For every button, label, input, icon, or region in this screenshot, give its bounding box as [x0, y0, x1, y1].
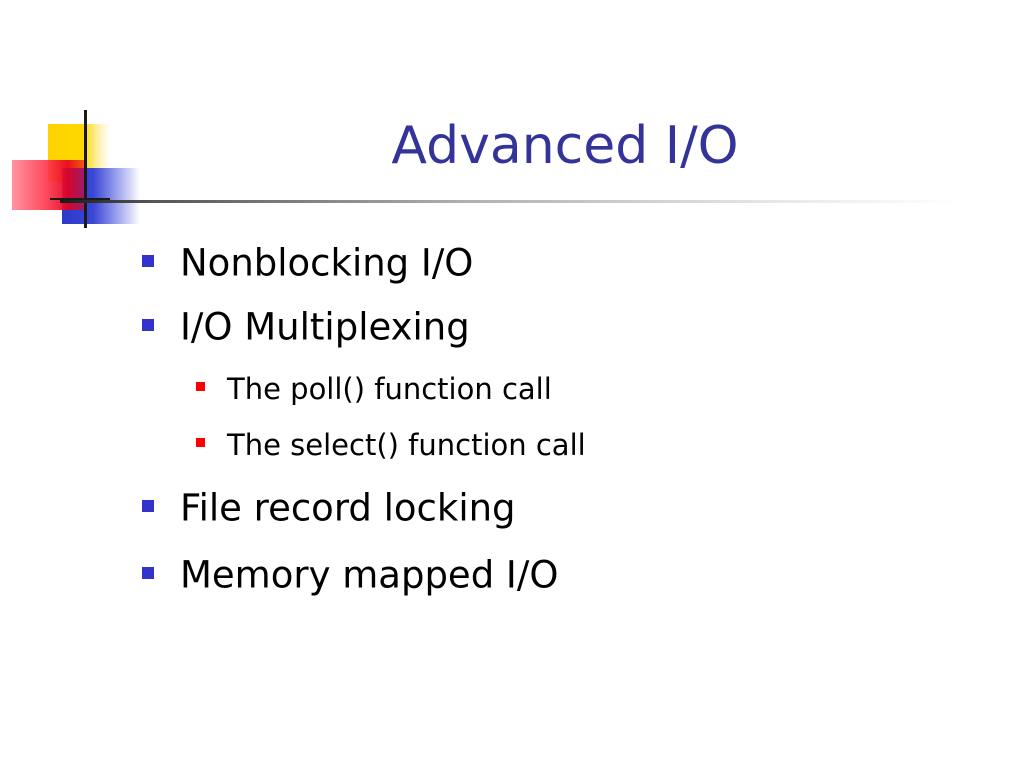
blue-square-bullet-icon — [142, 318, 154, 331]
bullet-item: I/O Multiplexing — [142, 298, 470, 356]
red-square-bullet-icon — [196, 437, 205, 447]
sub-bullet-text: The select() function call — [227, 428, 586, 462]
bullet-text: Memory mapped I/O — [180, 553, 559, 597]
title-underline-rule — [60, 200, 960, 203]
logo-horizontal-line — [50, 198, 110, 200]
bullet-text: I/O Multiplexing — [180, 305, 470, 349]
bullet-text: File record locking — [180, 486, 516, 530]
sub-bullet-item: The select() function call — [196, 421, 586, 467]
blue-square-bullet-icon — [142, 566, 154, 579]
bullet-item: File record locking — [142, 479, 516, 537]
sub-bullet-item: The poll() function call — [196, 365, 552, 411]
sub-bullet-text: The poll() function call — [227, 372, 552, 406]
bullet-item: Nonblocking I/O — [142, 234, 473, 292]
bullet-text: Nonblocking I/O — [180, 241, 474, 285]
blue-square-bullet-icon — [142, 499, 154, 512]
slide-title: Advanced I/O — [391, 116, 739, 176]
corner-squares-icon — [0, 0, 200, 240]
blue-square-bullet-icon — [142, 254, 154, 267]
red-square-bullet-icon — [196, 381, 205, 391]
vertical-rule-line — [84, 110, 87, 228]
bullet-item: Memory mapped I/O — [142, 546, 558, 604]
